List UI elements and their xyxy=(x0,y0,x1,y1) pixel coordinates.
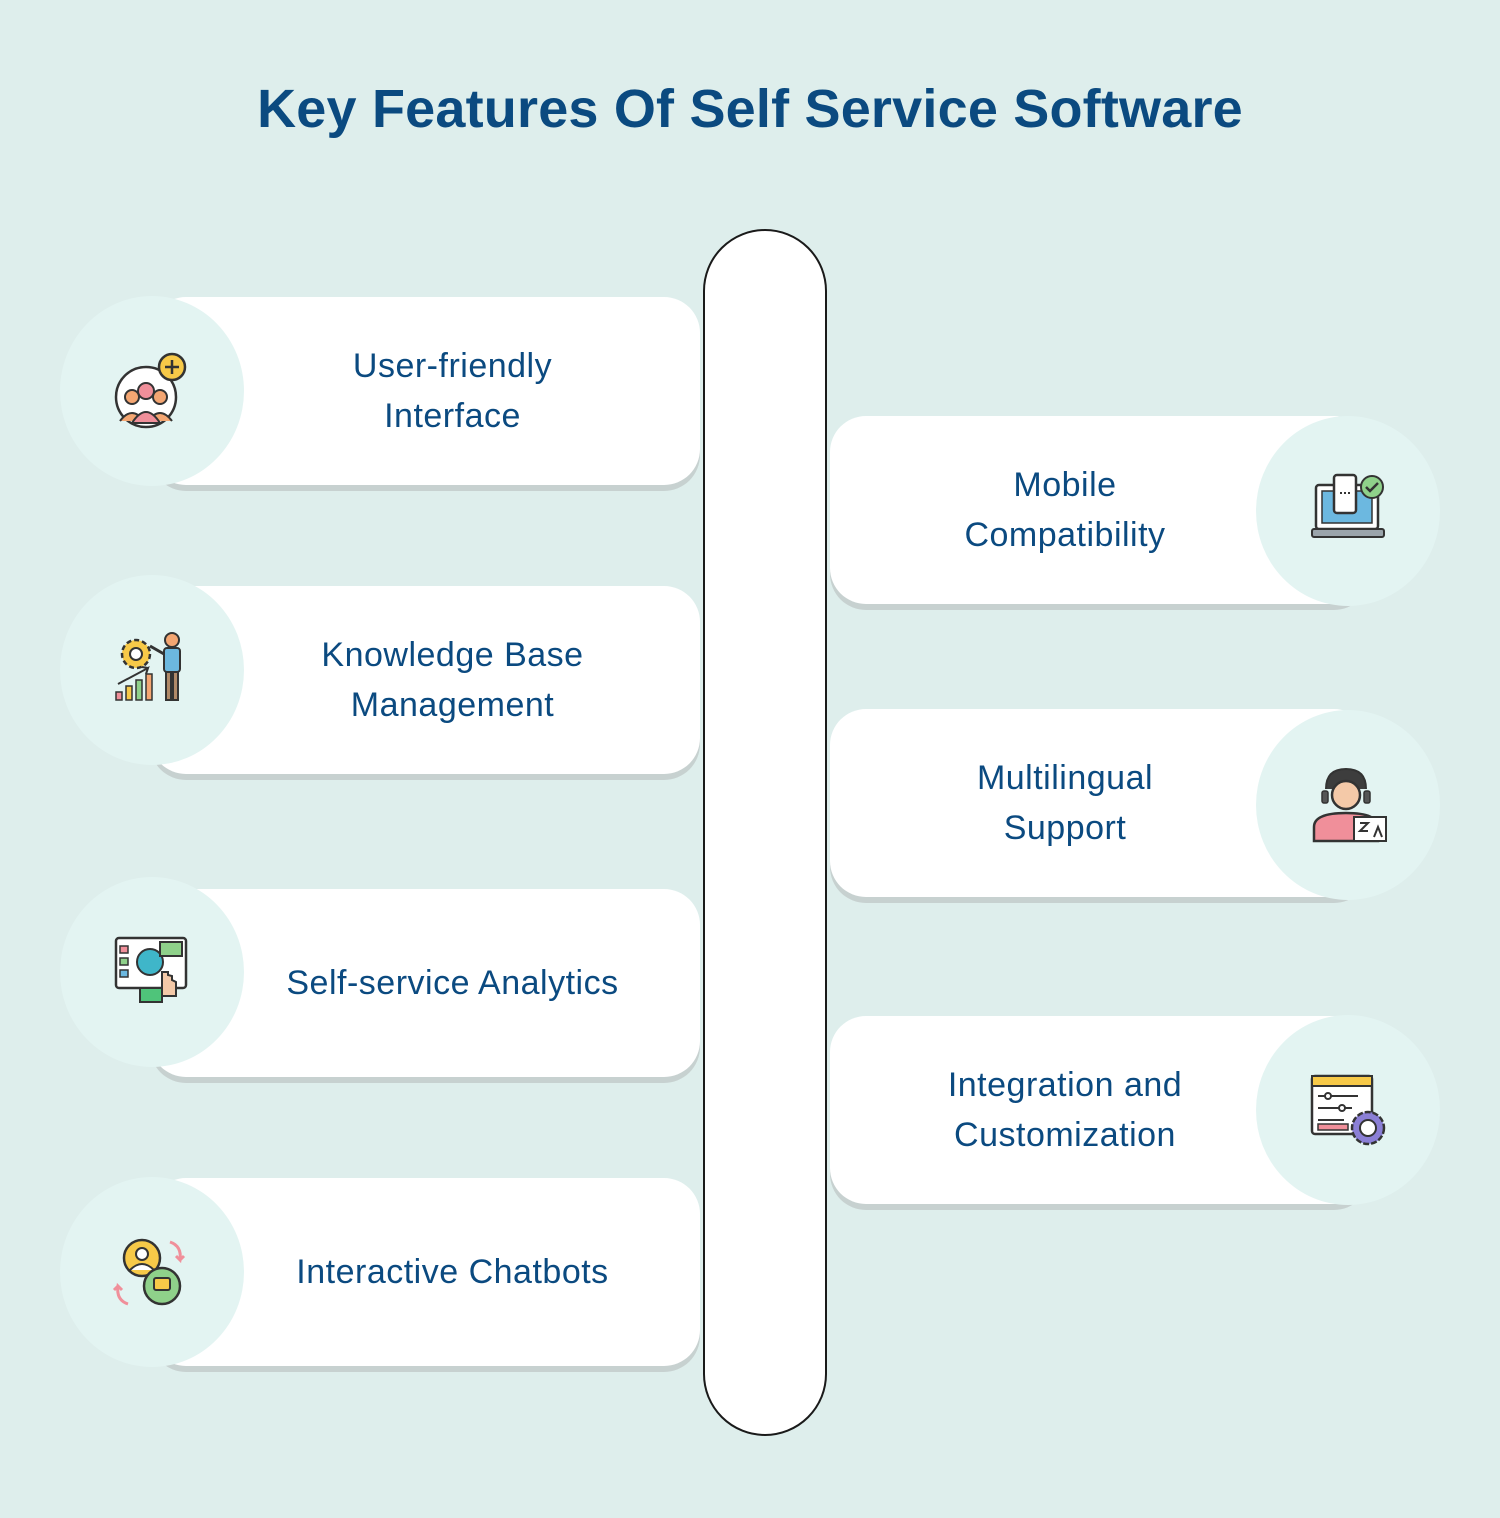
feature-label: User-friendly Interface xyxy=(352,347,553,435)
icon-badge xyxy=(60,877,244,1067)
settings-window-icon xyxy=(1310,1074,1386,1146)
feature-label: Self-service Analytics xyxy=(286,964,619,1002)
feature-label: Interactive Chatbots xyxy=(296,1253,609,1291)
chatbot-exchange-icon xyxy=(112,1238,186,1306)
feature-label: Knowledge Base Management xyxy=(321,636,584,724)
feature-label: Integration and Customization xyxy=(947,1066,1183,1154)
agent-translate-icon xyxy=(1312,767,1387,843)
icon-badge xyxy=(1256,416,1440,606)
icon-badge xyxy=(1256,1015,1440,1205)
laptop-phone-check-icon xyxy=(1311,473,1385,538)
icon-badge xyxy=(60,296,244,486)
icon-badge xyxy=(1256,710,1440,900)
feature-label: Multilingual Support xyxy=(976,759,1154,847)
center-pillar xyxy=(703,229,827,1436)
presenter-gear-icon xyxy=(115,632,181,701)
feature-label: Mobile Compatibility xyxy=(964,466,1166,554)
monitor-touch-icon xyxy=(114,936,188,1003)
icon-badge xyxy=(60,1177,244,1367)
users-add-icon xyxy=(114,352,187,429)
page-title: Key Features Of Self Service Software xyxy=(257,79,1243,139)
icon-badge xyxy=(60,575,244,765)
